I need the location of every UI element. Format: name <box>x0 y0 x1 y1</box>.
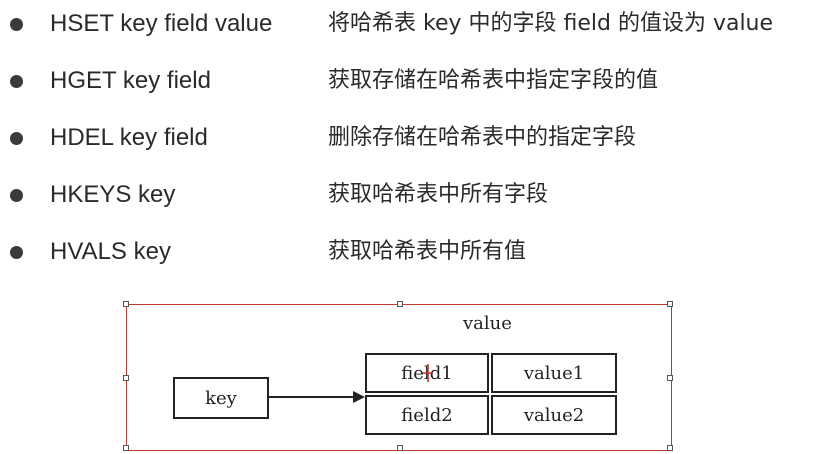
bullet-icon <box>10 75 23 88</box>
list-item: HKEYS key 获取哈希表中所有字段 <box>0 175 838 215</box>
value-label: value1 <box>523 362 585 384</box>
field-label: field2 <box>401 404 453 426</box>
command-description: 删除存储在哈希表中的指定字段 <box>328 125 637 150</box>
command-text: HSET key field value <box>50 10 273 37</box>
resize-handle-top-right[interactable] <box>667 301 673 307</box>
command-text: HVALS key <box>50 238 171 265</box>
key-box: key <box>173 377 269 419</box>
list-item: HDEL key field 删除存储在哈希表中的指定字段 <box>0 118 838 158</box>
hash-diagram[interactable]: value key field1 value1 field2 value2 <box>123 301 673 451</box>
command-description: 获取哈希表中所有字段 <box>328 182 549 207</box>
resize-handle-left[interactable] <box>123 375 129 381</box>
value-label: value2 <box>523 404 585 426</box>
bullet-icon <box>10 132 23 145</box>
resize-handle-top[interactable] <box>397 301 403 307</box>
command-text: HDEL key field <box>50 124 208 151</box>
list-item: HSET key field value 将哈希表 key 中的字段 field… <box>0 4 838 44</box>
list-item: HGET key field 获取存储在哈希表中指定字段的值 <box>0 61 838 101</box>
command-description: 将哈希表 key 中的字段 field 的值设为 value <box>328 11 774 36</box>
value-cell: value1 <box>491 353 617 393</box>
bullet-icon <box>10 189 23 202</box>
list-item: HVALS key 获取哈希表中所有值 <box>0 232 838 272</box>
command-description: 获取存储在哈希表中指定字段的值 <box>328 68 659 93</box>
value-cell: value2 <box>491 395 617 435</box>
command-text: HGET key field <box>50 67 211 94</box>
bullet-icon <box>10 246 23 259</box>
resize-handle-right[interactable] <box>667 375 673 381</box>
field-cell: field2 <box>365 395 489 435</box>
resize-handle-bottom[interactable] <box>397 445 403 451</box>
resize-handle-bottom-left[interactable] <box>123 445 129 451</box>
resize-handle-bottom-right[interactable] <box>667 445 673 451</box>
resize-handle-top-left[interactable] <box>123 301 129 307</box>
command-text: HKEYS key <box>50 181 176 208</box>
value-heading: value <box>463 313 512 334</box>
arrow-icon <box>269 391 365 403</box>
command-description: 获取哈希表中所有值 <box>328 239 527 264</box>
bullet-icon <box>10 18 23 31</box>
key-label: key <box>205 387 237 409</box>
text-cursor-icon <box>423 364 433 382</box>
